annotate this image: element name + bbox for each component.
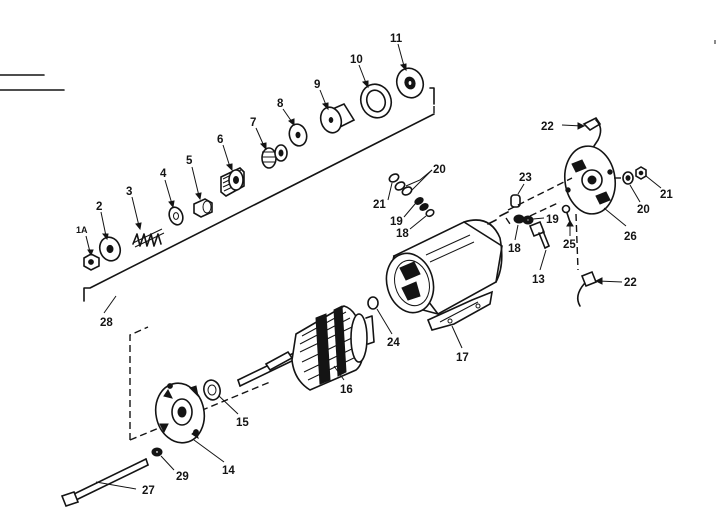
callout-22-top: 22: [541, 121, 554, 133]
callout-26: 26: [624, 231, 637, 243]
part-5-collar: [193, 198, 213, 218]
callout-7: 7: [250, 117, 256, 129]
callout-24: 24: [387, 337, 400, 349]
part-2-washer: [98, 236, 122, 262]
callout-11: 11: [390, 33, 403, 45]
callout-25: 25: [563, 239, 576, 251]
callout-19-right: 19: [546, 214, 559, 226]
part-14-drive-end-cap: [154, 382, 206, 444]
part-25-screw: [561, 204, 571, 223]
part-24-o-ring: [367, 296, 379, 310]
callout-15: 15: [236, 417, 249, 429]
drive-assembly-bracket: [83, 87, 435, 302]
part-22-brush-top: [582, 116, 602, 147]
part-1a-nut: [83, 253, 100, 271]
callout-20-right: 20: [637, 204, 650, 216]
callout-labels: 1A 2 3 4 5 6 7 8 9 10 11 20 21 19 18 23 …: [76, 33, 673, 497]
callout-22-bottom: 22: [624, 277, 637, 289]
callout-18-mid: 18: [396, 228, 409, 240]
callout-29: 29: [176, 471, 189, 483]
callout-19-mid: 19: [390, 216, 403, 228]
assembly-guide-lines: [505, 177, 624, 271]
callout-18-right: 18: [508, 243, 521, 255]
part-23-sleeve: [510, 194, 521, 208]
callout-leaders: [85, 43, 662, 490]
callout-14: 14: [222, 465, 235, 477]
part-3-spring: [132, 228, 165, 248]
part-21-right-nut: [635, 166, 647, 180]
part-20-washers: [394, 181, 413, 196]
armature-frame-outline: [129, 326, 271, 441]
part-22-brush-bottom: [576, 270, 598, 307]
part-29-nut: [151, 447, 163, 457]
part-6-pinion-gear: [220, 167, 245, 197]
callout-28: 28: [100, 317, 113, 329]
part-18-right-washer: [513, 214, 525, 224]
callout-10: 10: [350, 54, 363, 66]
part-27-through-bolt: [60, 458, 149, 507]
part-19-right-insulator: [522, 215, 534, 225]
border-stroke: [0, 40, 716, 91]
callout-17: 17: [456, 352, 469, 364]
callout-13: 13: [532, 274, 545, 286]
callout-1a: 1A: [76, 225, 88, 235]
part-15-washer: [203, 379, 221, 401]
part-21-small-nut: [388, 173, 400, 183]
part-26-end-plate: [563, 145, 617, 215]
callout-4: 4: [160, 168, 167, 180]
part-16-armature: [237, 305, 375, 391]
part-4-washer: [168, 206, 184, 226]
callout-2: 2: [96, 201, 102, 213]
part-20-right-washer: [622, 171, 634, 185]
part-17-motor-housing: [385, 211, 509, 331]
part-8-washer: [288, 123, 308, 147]
callout-21-mid: 21: [373, 199, 386, 211]
part-13-terminal-bolt: [528, 220, 550, 249]
callout-8: 8: [277, 98, 284, 110]
callout-16: 16: [340, 384, 353, 396]
callout-23: 23: [519, 172, 532, 184]
part-11-cap: [395, 67, 425, 99]
part-9-spacer: [319, 102, 356, 134]
callout-20-mid: 20: [433, 164, 446, 176]
part-7-spring-nut: [261, 144, 288, 169]
part-18-bushing: [425, 208, 435, 218]
callout-6: 6: [217, 134, 223, 146]
callout-5: 5: [186, 155, 193, 167]
part-19-insulators: [414, 197, 429, 211]
callout-9: 9: [314, 79, 320, 91]
part-10-bearing: [359, 83, 393, 119]
callout-27: 27: [142, 485, 155, 497]
callout-3: 3: [126, 186, 132, 198]
callout-21-right: 21: [660, 189, 673, 201]
